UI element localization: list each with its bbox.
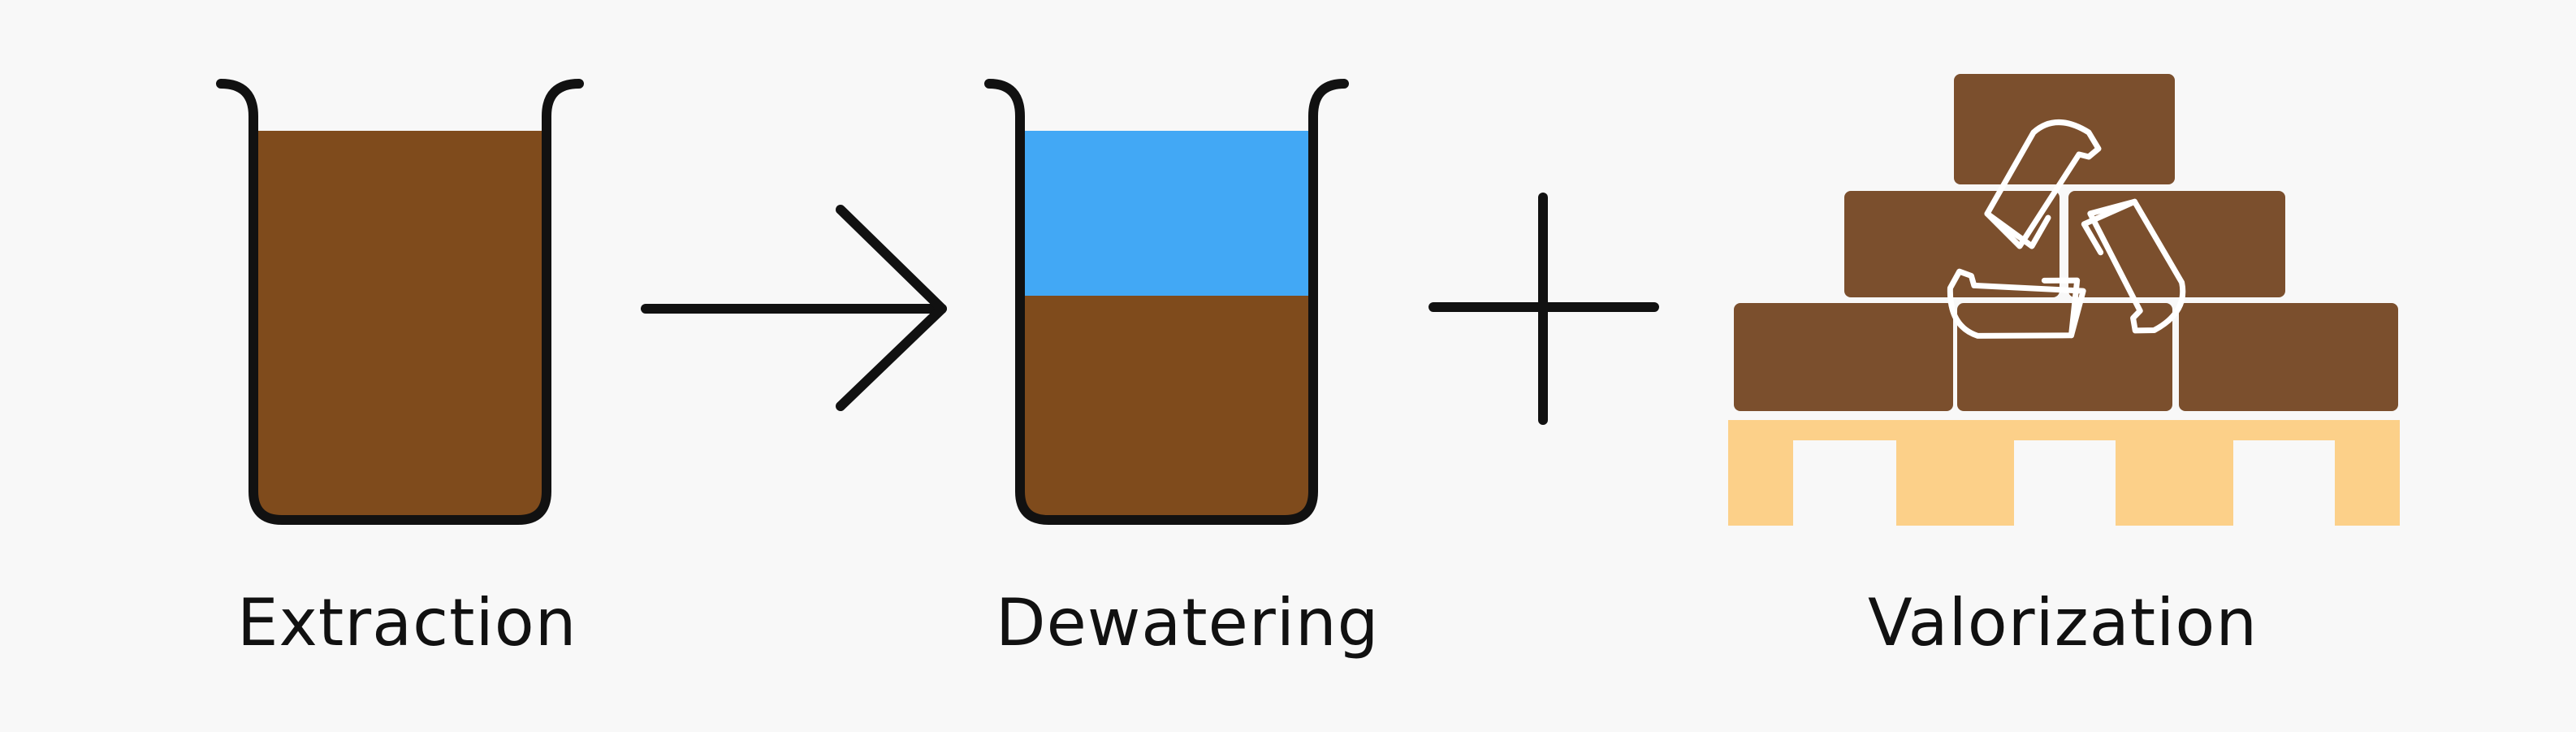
sludge-fill: [1020, 296, 1312, 520]
beaker-outline: [984, 79, 1349, 525]
sludge-fill: [253, 131, 546, 520]
extraction-label: Extraction: [237, 585, 577, 661]
extraction-beaker-icon: [216, 79, 584, 525]
beaker-outline: [216, 79, 584, 525]
brick-pallet-icon: [1728, 74, 2400, 526]
pallet: [1728, 420, 2400, 526]
recycle-icon: [1947, 119, 2186, 339]
water-layer: [1020, 131, 1312, 296]
dewatering-beaker-icon: [984, 79, 1349, 525]
dewatering-label: Dewatering: [996, 585, 1380, 661]
valorization-label: Valorization: [1867, 585, 2258, 661]
plus-icon: [1428, 193, 1659, 425]
bricks: [1734, 74, 2398, 411]
arrow-icon: [641, 205, 947, 411]
